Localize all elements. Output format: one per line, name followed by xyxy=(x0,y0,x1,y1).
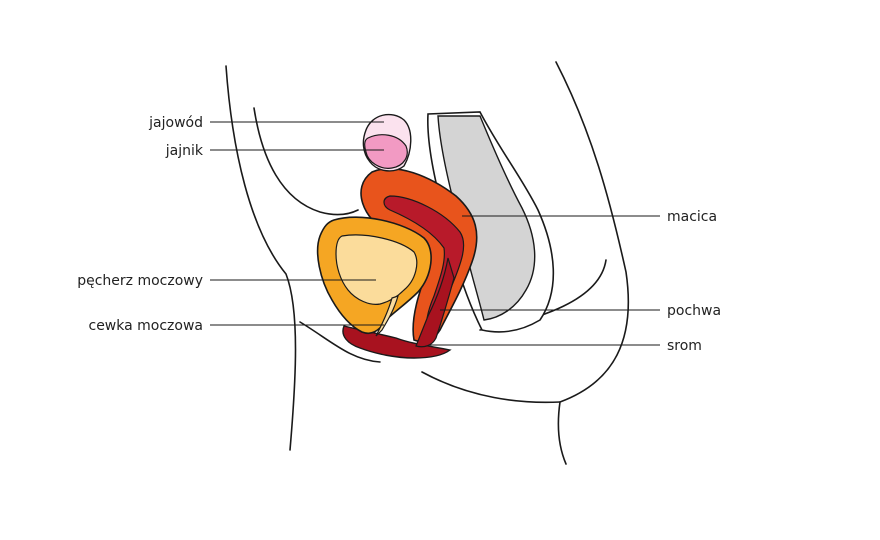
bladder xyxy=(316,216,432,337)
abdominal-wall-line xyxy=(253,107,359,216)
bladder-inner xyxy=(335,234,418,305)
label-urethra: cewka moczowa xyxy=(89,318,204,334)
front-contour-line xyxy=(225,65,297,451)
thigh-line xyxy=(421,371,561,404)
label-vagina: pochwa xyxy=(667,303,721,319)
label-vulva: srom xyxy=(667,338,702,354)
perineum-line xyxy=(299,321,381,363)
ovary-shape xyxy=(364,134,408,169)
ovary-group xyxy=(362,113,412,172)
back-contour-line xyxy=(555,61,630,465)
labels: jajowód jajnik pęcherz moczowy cewka moc… xyxy=(77,115,721,354)
label-uterus: macica xyxy=(667,209,717,225)
label-ovary: jajnik xyxy=(165,143,204,159)
vagina-shape xyxy=(415,257,455,348)
leader-lines xyxy=(210,121,660,346)
label-fallopian-tube: jajowód xyxy=(148,115,203,131)
urethra-shape xyxy=(375,295,399,337)
label-bladder: pęcherz moczowy xyxy=(77,273,203,289)
